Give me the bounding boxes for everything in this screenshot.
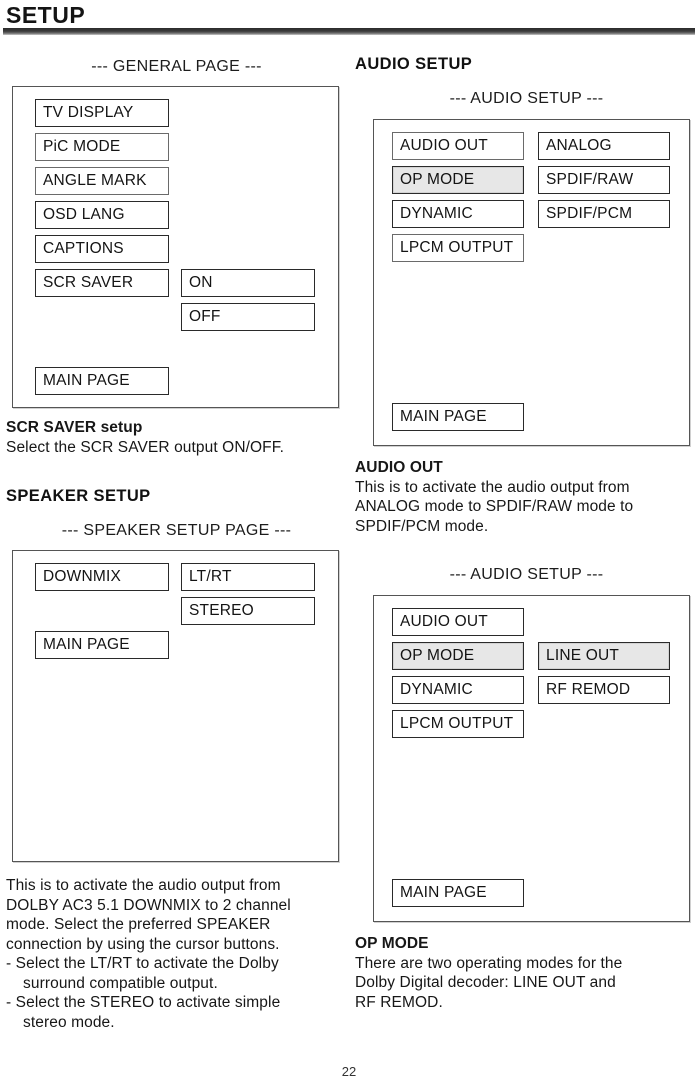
osd-option-spdif-pcm[interactable]: SPDIF/PCM <box>538 200 670 228</box>
audio-out-section: AUDIO OUT This is to activate the audio … <box>355 458 698 536</box>
op-mode-line-2: Dolby Digital decoder: LINE OUT and <box>355 974 616 991</box>
left-column: --- GENERAL PAGE --- TV DISPLAY PiC MODE… <box>4 46 349 1032</box>
speaker-bullet-1-rest: surround compatible output. <box>23 974 218 992</box>
audio-out-line-1: This is to activate the audio output fro… <box>355 478 630 496</box>
osd-item-audio-out[interactable]: AUDIO OUT <box>392 132 524 160</box>
osd-item-tv-display[interactable]: TV DISPLAY <box>35 99 169 127</box>
audio-setup-osd-screen: AUDIO OUT OP MODE DYNAMIC LPCM OUTPUT AN… <box>373 119 690 446</box>
osd-item-osd-lang[interactable]: OSD LANG <box>35 201 169 229</box>
osd-item-audio-out[interactable]: AUDIO OUT <box>392 608 524 636</box>
speaker-desc-line-2: DOLBY AC3 5.1 DOWNMIX to 2 channel <box>6 896 291 914</box>
osd-option-stereo[interactable]: STEREO <box>181 597 315 625</box>
page-title: SETUP <box>6 2 86 28</box>
audio-setup-2-caption: --- AUDIO SETUP --- <box>449 566 604 583</box>
osd-option-spdif-raw[interactable]: SPDIF/RAW <box>538 166 670 194</box>
scr-saver-heading: SCR SAVER setup <box>6 419 143 436</box>
header-divider <box>3 28 695 35</box>
osd-item-dynamic[interactable]: DYNAMIC <box>392 676 524 704</box>
speaker-setup-osd-screen: DOWNMIX LT/RT STEREO MAIN PAGE <box>12 550 339 862</box>
osd-item-main-page[interactable]: MAIN PAGE <box>392 403 524 431</box>
speaker-setup-caption: --- SPEAKER SETUP PAGE --- <box>61 522 292 539</box>
audio-setup-heading: AUDIO SETUP <box>355 55 473 73</box>
scr-saver-description: Select the SCR SAVER output ON/OFF. <box>6 438 285 456</box>
osd-item-lpcm-output[interactable]: LPCM OUTPUT <box>392 710 524 738</box>
osd-option-rf-remod[interactable]: RF REMOD <box>538 676 670 704</box>
op-mode-line-1: There are two operating modes for the <box>355 954 623 972</box>
osd-item-main-page[interactable]: MAIN PAGE <box>35 367 169 395</box>
osd-option-off[interactable]: OFF <box>181 303 315 331</box>
right-column: AUDIO SETUP --- AUDIO SETUP --- AUDIO OU… <box>355 46 698 1012</box>
speaker-desc-line-3: mode. Select the preferred SPEAKER <box>6 916 271 933</box>
osd-item-dynamic[interactable]: DYNAMIC <box>392 200 524 228</box>
osd-item-downmix[interactable]: DOWNMIX <box>35 563 169 591</box>
osd-item-captions[interactable]: CAPTIONS <box>35 235 169 263</box>
speaker-setup-description: This is to activate the audio output fro… <box>4 876 349 1032</box>
op-mode-line-3: RF REMOD. <box>355 993 443 1011</box>
audio-setup-caption: --- AUDIO SETUP --- <box>449 90 604 107</box>
page-header: SETUP <box>0 0 698 42</box>
osd-item-main-page[interactable]: MAIN PAGE <box>392 879 524 907</box>
speaker-desc-line-4: connection by using the cursor buttons. <box>6 935 280 953</box>
page-number: 22 <box>341 1064 357 1079</box>
osd-option-lt-rt[interactable]: LT/RT <box>181 563 315 591</box>
audio-out-heading: AUDIO OUT <box>355 459 443 476</box>
osd-item-scr-saver[interactable]: SCR SAVER <box>35 269 169 297</box>
speaker-bullet-1-first: - Select the LT/RT to activate the Dolby <box>6 955 279 972</box>
speaker-setup-heading: SPEAKER SETUP <box>6 487 151 505</box>
audio-out-line-2: ANALOG mode to SPDIF/RAW mode to <box>355 498 634 515</box>
osd-item-op-mode[interactable]: OP MODE <box>392 642 524 670</box>
general-page-caption: --- GENERAL PAGE --- <box>91 58 262 75</box>
scr-saver-section: SCR SAVER setup Select the SCR SAVER out… <box>4 418 349 457</box>
audio-out-line-3: SPDIF/PCM mode. <box>355 517 489 535</box>
osd-item-main-page[interactable]: MAIN PAGE <box>35 631 169 659</box>
op-mode-heading: OP MODE <box>355 935 429 952</box>
audio-setup-2-osd-screen: AUDIO OUT OP MODE DYNAMIC LPCM OUTPUT LI… <box>373 595 690 922</box>
osd-option-line-out[interactable]: LINE OUT <box>538 642 670 670</box>
osd-option-analog[interactable]: ANALOG <box>538 132 670 160</box>
speaker-desc-line-1: This is to activate the audio output fro… <box>6 877 281 894</box>
speaker-bullet-2-rest: stereo mode. <box>23 1013 115 1031</box>
osd-item-pic-mode[interactable]: PiC MODE <box>35 133 169 161</box>
general-page-osd-screen: TV DISPLAY PiC MODE ANGLE MARK OSD LANG … <box>12 86 339 408</box>
op-mode-section: OP MODE There are two operating modes fo… <box>355 934 698 1012</box>
osd-item-angle-mark[interactable]: ANGLE MARK <box>35 167 169 195</box>
osd-option-on[interactable]: ON <box>181 269 315 297</box>
speaker-bullet-2-first: - Select the STEREO to activate simple <box>6 994 281 1011</box>
osd-item-op-mode[interactable]: OP MODE <box>392 166 524 194</box>
osd-item-lpcm-output[interactable]: LPCM OUTPUT <box>392 234 524 262</box>
